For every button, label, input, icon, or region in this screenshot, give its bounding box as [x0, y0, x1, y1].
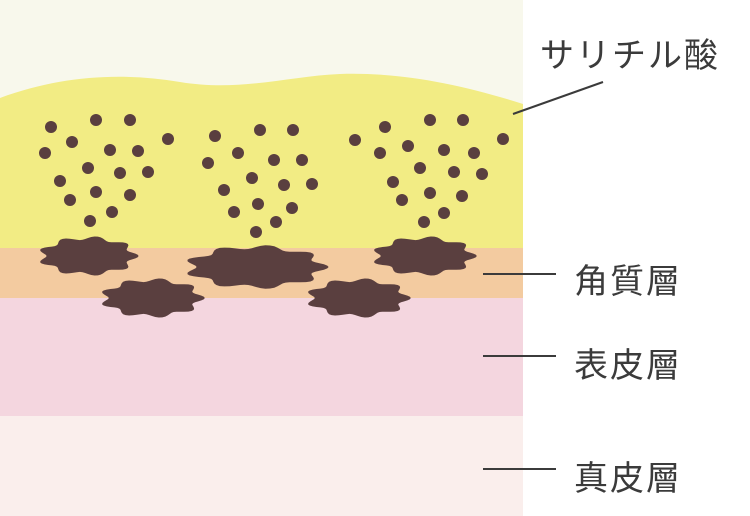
salicylic-acid-particle: [296, 154, 308, 166]
salicylic-acid-leader-line: [512, 81, 604, 115]
salicylic-acid-particle: [379, 121, 391, 133]
salicylic-acid-particle: [424, 187, 436, 199]
salicylic-acid-particle: [124, 114, 136, 126]
salicylic-acid-particles: [39, 114, 509, 238]
salicylic-acid-particle: [90, 186, 102, 198]
salicylic-acid-particle: [64, 194, 76, 206]
keratin-plug: [374, 236, 477, 276]
salicylic-acid-particle: [278, 179, 290, 191]
salicylic-acid-particle: [349, 134, 361, 146]
epidermis-label: 表皮層: [574, 346, 682, 386]
salicylic-acid-particle: [66, 136, 78, 148]
salicylic-acid-particle: [104, 144, 116, 156]
keratin-plug: [308, 278, 411, 318]
salicylic-acid-particle: [287, 124, 299, 136]
salicylic-acid-particle: [124, 189, 136, 201]
salicylic-acid-label: サリチル酸: [540, 36, 720, 76]
salicylic-acid-particle: [476, 168, 488, 180]
salicylic-acid-particle: [456, 190, 468, 202]
salicylic-acid-particle: [45, 121, 57, 133]
salicylic-acid-particle: [142, 166, 154, 178]
salicylic-acid-particle: [82, 162, 94, 174]
salicylic-acid-particle: [270, 216, 282, 228]
salicylic-acid-layer: [0, 73, 523, 250]
salicylic-acid-particle: [202, 157, 214, 169]
salicylic-acid-particle: [209, 130, 221, 142]
salicylic-acid-particle: [286, 202, 298, 214]
salicylic-acid-particle: [468, 147, 480, 159]
salicylic-acid-particle: [106, 206, 118, 218]
salicylic-acid-particle: [497, 133, 509, 145]
salicylic-acid-particle: [438, 144, 450, 156]
stratum-corneum-label: 角質層: [574, 262, 682, 302]
salicylic-acid-particle: [246, 172, 258, 184]
keratin-plug: [102, 278, 205, 318]
salicylic-acid-particle: [54, 175, 66, 187]
salicylic-acid-particle: [84, 215, 96, 227]
salicylic-acid-particle: [90, 114, 102, 126]
keratin-plugs: [40, 236, 477, 318]
salicylic-acid-particle: [228, 206, 240, 218]
salicylic-acid-particle: [448, 166, 460, 178]
salicylic-acid-particle: [268, 154, 280, 166]
salicylic-acid-particle: [39, 147, 51, 159]
salicylic-acid-particle: [232, 147, 244, 159]
salicylic-acid-particle: [114, 167, 126, 179]
dermis-layer: [0, 416, 523, 516]
salicylic-acid-particle: [252, 198, 264, 210]
salicylic-acid-particle: [132, 145, 144, 157]
dermis-label: 真皮層: [574, 459, 682, 499]
salicylic-acid-particle: [306, 178, 318, 190]
salicylic-acid-particle: [162, 133, 174, 145]
salicylic-acid-particle: [374, 147, 386, 159]
salicylic-acid-particle: [402, 140, 414, 152]
salicylic-acid-particle: [250, 226, 262, 238]
salicylic-acid-particle: [254, 124, 266, 136]
salicylic-acid-particle: [218, 184, 230, 196]
epidermis-layer: [0, 298, 523, 416]
salicylic-acid-particle: [414, 162, 426, 174]
salicylic-acid-particle: [457, 114, 469, 126]
salicylic-acid-particle: [418, 216, 430, 228]
salicylic-acid-particle: [438, 207, 450, 219]
keratin-plug: [187, 245, 329, 289]
keratin-plug: [40, 236, 139, 276]
salicylic-acid-particle: [387, 176, 399, 188]
salicylic-acid-particle: [396, 194, 408, 206]
salicylic-acid-particle: [424, 114, 436, 126]
